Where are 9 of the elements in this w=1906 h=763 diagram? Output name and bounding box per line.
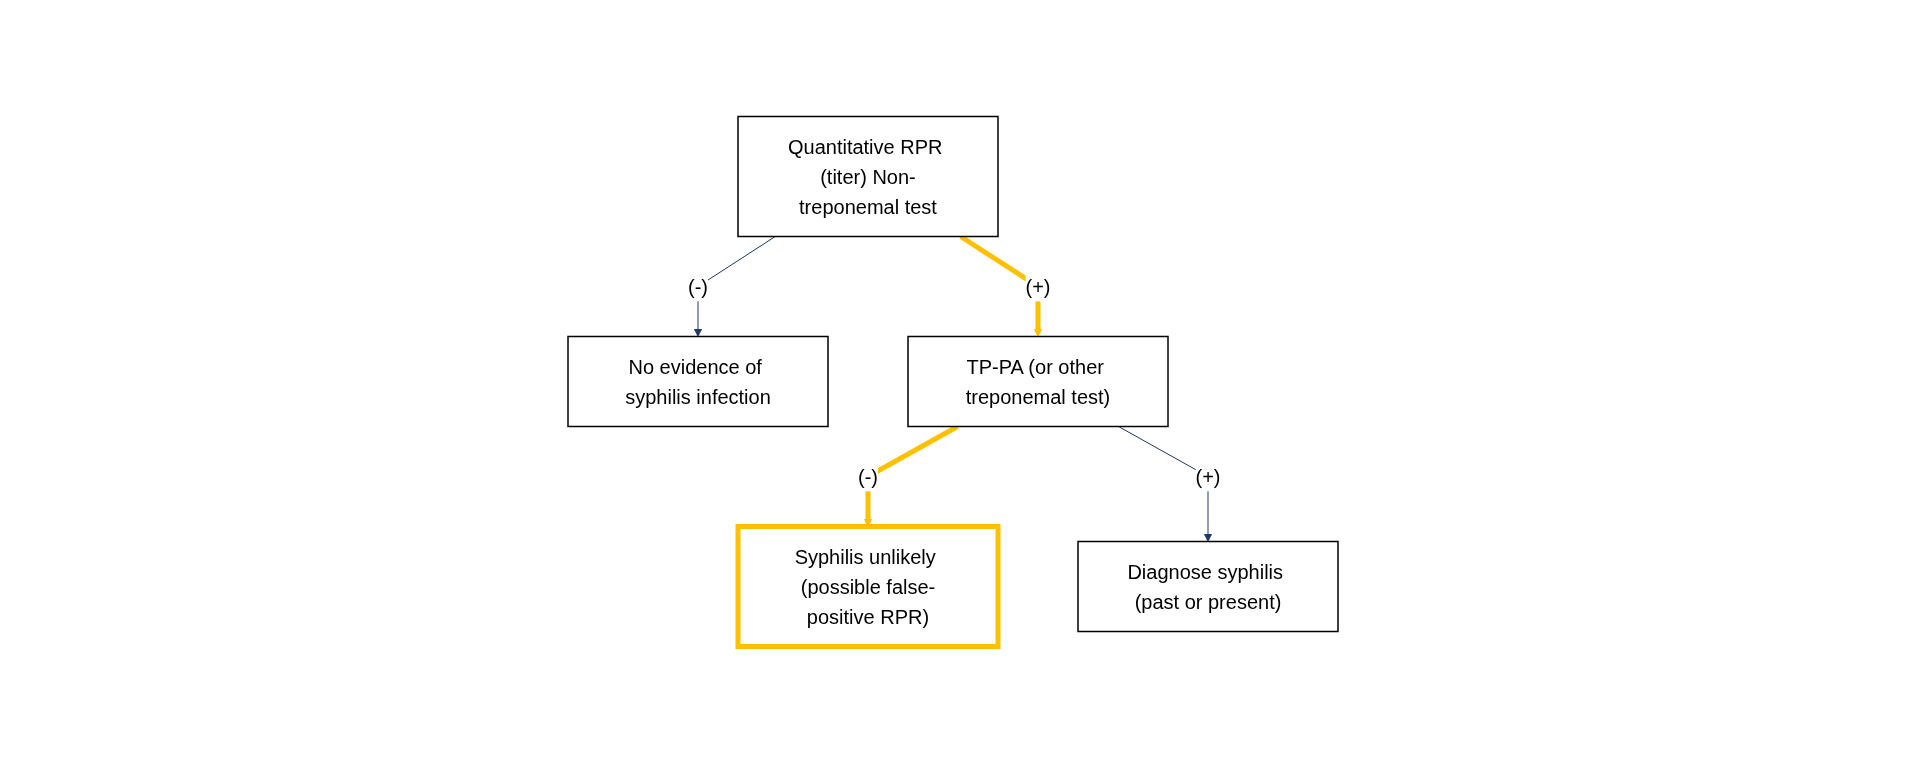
node-box: Quantitative RPR (titer) Non-treponemal test (737, 115, 999, 238)
edge-label: (+) (1195, 465, 1221, 488)
edge-label: (-) (688, 275, 708, 298)
node-box: No evidence of syphilis infection (567, 335, 829, 428)
edge-label: (-) (858, 465, 878, 488)
edge-label: (+) (1025, 275, 1051, 298)
node-box: Syphilis unlikely (possible false-positive RPR) (735, 524, 1001, 649)
node-box: Diagnose syphilis (past or present) (1077, 540, 1339, 633)
node-box: TP-PA (or other treponemal test) (907, 335, 1169, 428)
